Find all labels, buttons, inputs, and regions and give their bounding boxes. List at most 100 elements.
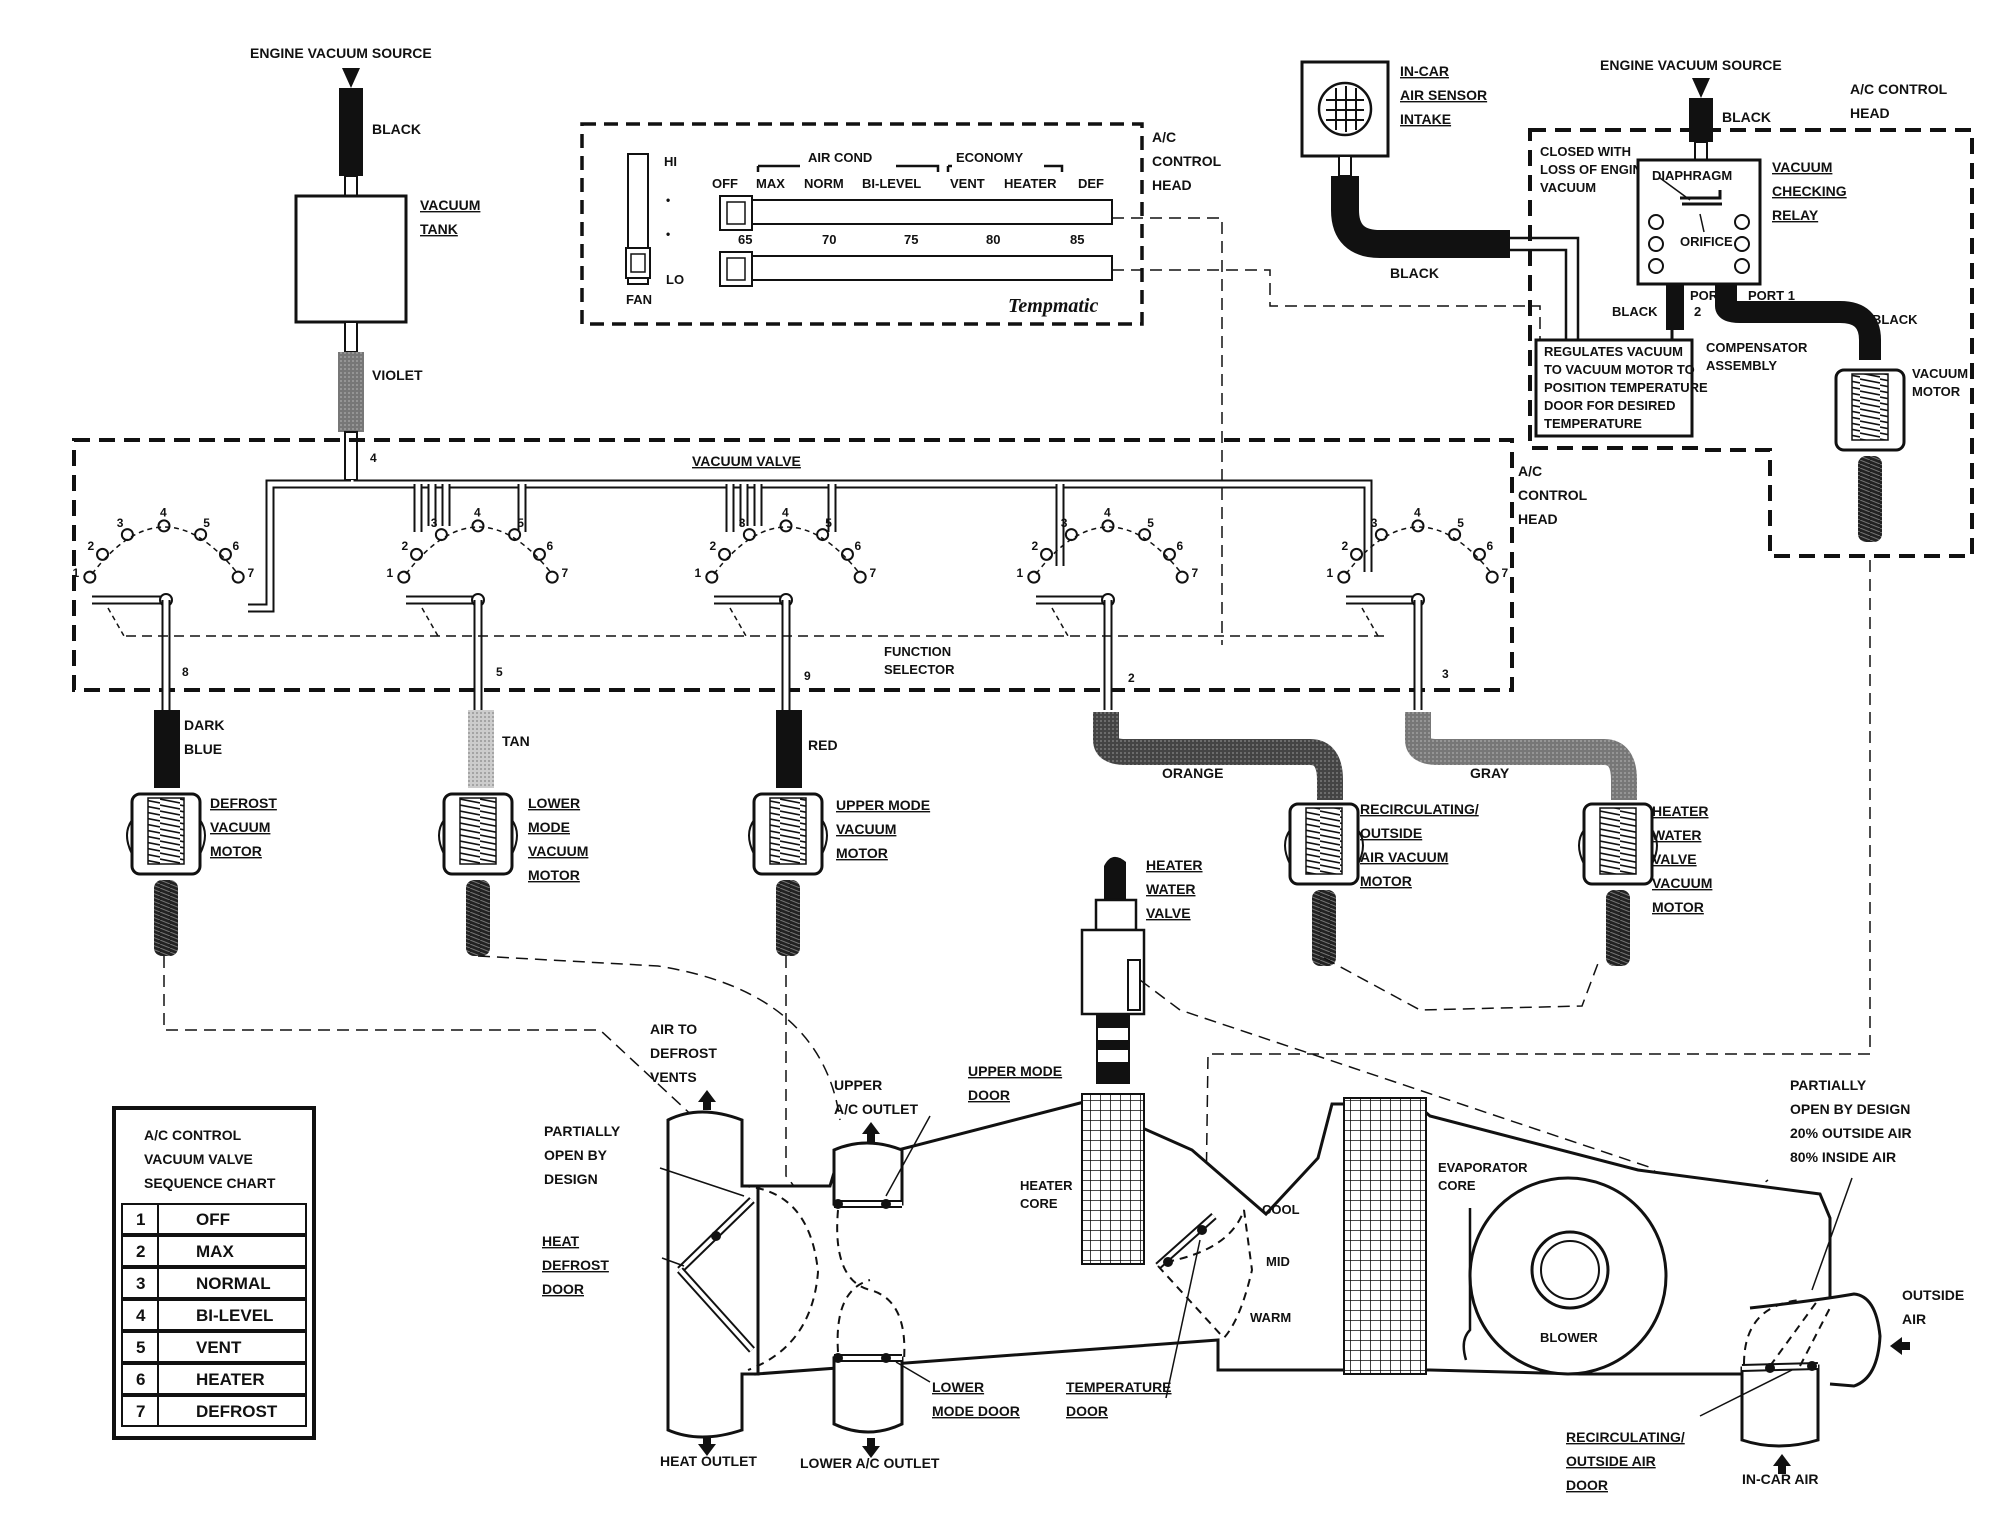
svg-text:2: 2 — [1128, 671, 1135, 685]
svg-text:BLACK: BLACK — [1722, 109, 1771, 125]
sequence-label: HEATER — [196, 1370, 265, 1389]
dial-port — [532, 547, 546, 561]
svg-text:85: 85 — [1070, 232, 1084, 247]
svg-text:HEATER: HEATER — [1004, 176, 1057, 191]
dial-port-number: 7 — [247, 566, 254, 580]
svg-text:WARM: WARM — [1250, 1310, 1291, 1325]
svg-text:VACUUM: VACUUM — [1540, 180, 1596, 195]
dial-port-number: 6 — [1486, 539, 1493, 553]
dial-port — [840, 547, 854, 561]
dial-port — [1374, 528, 1388, 542]
svg-text:ORIFICE: ORIFICE — [1680, 234, 1733, 249]
svg-text:VENTS: VENTS — [650, 1069, 697, 1085]
vacuum-motor — [748, 792, 828, 956]
dial-port-number: 3 — [431, 516, 438, 530]
svg-text:MID: MID — [1266, 1254, 1290, 1269]
svg-text:IN-CAR: IN-CAR — [1400, 63, 1449, 79]
svg-text:SELECTOR: SELECTOR — [884, 662, 955, 677]
engine-vacuum-source-left: ENGINE VACUUM SOURCE BLACK — [250, 45, 432, 197]
dial-port — [779, 519, 793, 533]
svg-text:HEATER: HEATER — [1146, 857, 1203, 873]
dial-port-number: 4 — [474, 506, 481, 520]
vacuum-motors — [126, 792, 1658, 966]
dial-port — [742, 528, 756, 542]
dial-port — [397, 570, 411, 584]
sequence-number: 1 — [136, 1210, 145, 1229]
dial-port-number: 6 — [546, 539, 553, 553]
svg-text:MODE: MODE — [528, 819, 570, 835]
vacuum-motor — [1284, 802, 1364, 966]
dial-port — [1337, 570, 1351, 584]
dial-port-number: 5 — [517, 516, 524, 530]
svg-text:TEMPERATURE: TEMPERATURE — [1066, 1379, 1172, 1395]
dial-port — [1027, 570, 1041, 584]
sequence-label: OFF — [196, 1210, 230, 1229]
dial-port-number: 3 — [1371, 516, 1378, 530]
svg-text:75: 75 — [904, 232, 918, 247]
svg-text:COOL: COOL — [1262, 1202, 1300, 1217]
dial-port-number: 5 — [203, 516, 210, 530]
dial-port-number: 1 — [1327, 566, 1334, 580]
dial-port-number: 3 — [739, 516, 746, 530]
air-duct-assembly: HEATER CORE EVAPORATOR CORE BLOWER COOL … — [659, 1090, 1910, 1474]
dial-port-number: 3 — [1061, 516, 1068, 530]
svg-text:LOWER: LOWER — [528, 795, 580, 811]
dial-port — [1350, 547, 1364, 561]
svg-text:LOWER A/C OUTLET: LOWER A/C OUTLET — [800, 1455, 940, 1471]
svg-text:AIR: AIR — [1902, 1311, 1926, 1327]
svg-text:VACUUM: VACUUM — [528, 843, 588, 859]
svg-text:5: 5 — [496, 665, 503, 679]
sequence-number: 4 — [136, 1306, 146, 1325]
dial-port-number: 2 — [402, 539, 409, 553]
svg-text:MOTOR: MOTOR — [1360, 873, 1412, 889]
dial-port — [96, 547, 110, 561]
vacuum-valve-section: A/C CONTROL HEAD VACUUM VALVE 4 FUNCTION… — [72, 438, 1588, 692]
dial-port-number: 7 — [561, 566, 568, 580]
svg-text:POSITION TEMPERATURE: POSITION TEMPERATURE — [1544, 380, 1708, 395]
svg-text:DOOR FOR DESIRED: DOOR FOR DESIRED — [1544, 398, 1675, 413]
dial-port-number: 7 — [869, 566, 876, 580]
vacuum-motor — [126, 792, 206, 956]
dial-port-number: 2 — [1032, 539, 1039, 553]
svg-text:DIAPHRAGM: DIAPHRAGM — [1652, 168, 1732, 183]
dial-port — [1040, 547, 1054, 561]
svg-text:BLACK: BLACK — [372, 121, 421, 137]
svg-text:MOTOR: MOTOR — [528, 867, 580, 883]
svg-text:OUTSIDE: OUTSIDE — [1902, 1287, 1964, 1303]
dial-port — [545, 570, 559, 584]
svg-text:OUTSIDE AIR: OUTSIDE AIR — [1566, 1453, 1656, 1469]
dial-port — [1101, 519, 1115, 533]
dial-port — [1485, 570, 1499, 584]
control-head-panel: A/C CONTROL HEAD HI • • LO FAN AIR COND … — [580, 122, 1222, 326]
svg-text:BLACK: BLACK — [1612, 304, 1658, 319]
svg-text:HEATER: HEATER — [1652, 803, 1709, 819]
sequence-label: VENT — [196, 1338, 242, 1357]
svg-text:VACUUM: VACUUM — [1772, 159, 1832, 175]
svg-text:CONTROL: CONTROL — [1152, 153, 1222, 169]
dial-port — [1411, 519, 1425, 533]
svg-text:WATER: WATER — [1652, 827, 1702, 843]
svg-text:SEQUENCE CHART: SEQUENCE CHART — [144, 1175, 276, 1191]
dial-port-number: 1 — [73, 566, 80, 580]
dial-port-number: 6 — [854, 539, 861, 553]
svg-text:NORM: NORM — [804, 176, 844, 191]
svg-text:A/C CONTROL: A/C CONTROL — [144, 1127, 242, 1143]
svg-text:IN-CAR AIR: IN-CAR AIR — [1742, 1471, 1818, 1487]
svg-text:MOTOR: MOTOR — [210, 843, 262, 859]
svg-text:UPPER MODE: UPPER MODE — [968, 1063, 1062, 1079]
svg-text:2: 2 — [1694, 304, 1701, 319]
dial-port — [218, 547, 232, 561]
sequence-number: 5 — [136, 1338, 145, 1357]
vacuum-tank: VACUUM TANK VIOLET — [294, 194, 480, 481]
svg-text:MOTOR: MOTOR — [836, 845, 888, 861]
svg-text:DEFROST: DEFROST — [542, 1257, 609, 1273]
svg-text:VACUUM: VACUUM — [1652, 875, 1712, 891]
svg-text:PARTIALLY: PARTIALLY — [544, 1123, 621, 1139]
svg-text:TAN: TAN — [502, 733, 530, 749]
svg-text:AIR TO: AIR TO — [650, 1021, 697, 1037]
dial-port-number: 4 — [160, 506, 167, 520]
svg-text:VACUUM: VACUUM — [210, 819, 270, 835]
